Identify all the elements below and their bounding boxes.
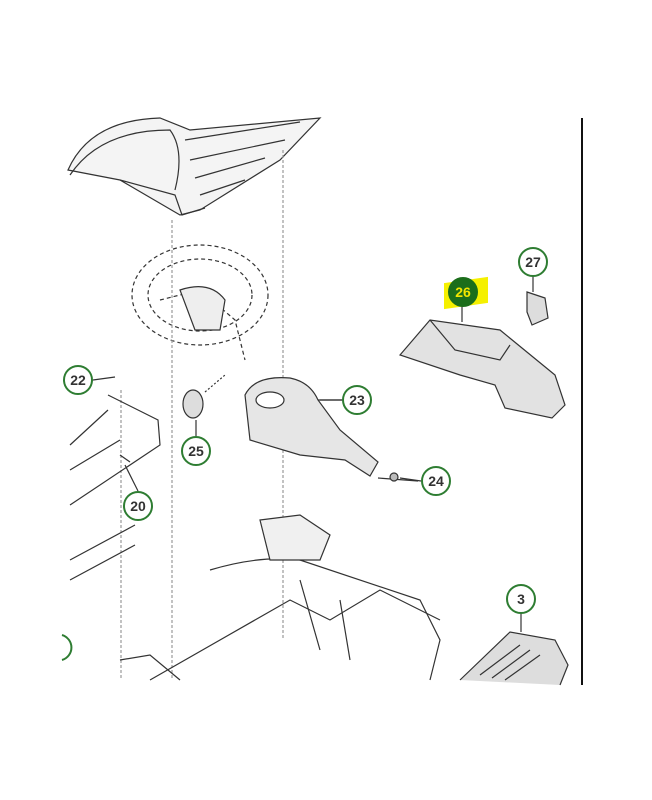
callout-3[interactable]: 3 <box>506 584 536 614</box>
callout-24[interactable]: 24 <box>421 466 451 496</box>
callout-25[interactable]: 25 <box>181 436 211 466</box>
callout-20[interactable]: 20 <box>123 491 153 521</box>
wheel-hub <box>179 286 226 331</box>
top-fender-part <box>67 117 322 216</box>
cover-part-26 <box>398 305 566 419</box>
partial-callout <box>61 634 73 661</box>
chassis-frame <box>119 514 441 681</box>
callout-23[interactable]: 23 <box>342 385 372 415</box>
callout-27[interactable]: 27 <box>518 247 548 277</box>
knob-part-25 <box>182 389 204 419</box>
footplate-part-3 <box>459 613 569 686</box>
callout-22[interactable]: 22 <box>63 365 93 395</box>
panel-part-20 <box>69 394 161 581</box>
callout-26[interactable]: 26 <box>448 277 478 307</box>
clip-part-27 <box>526 291 549 326</box>
